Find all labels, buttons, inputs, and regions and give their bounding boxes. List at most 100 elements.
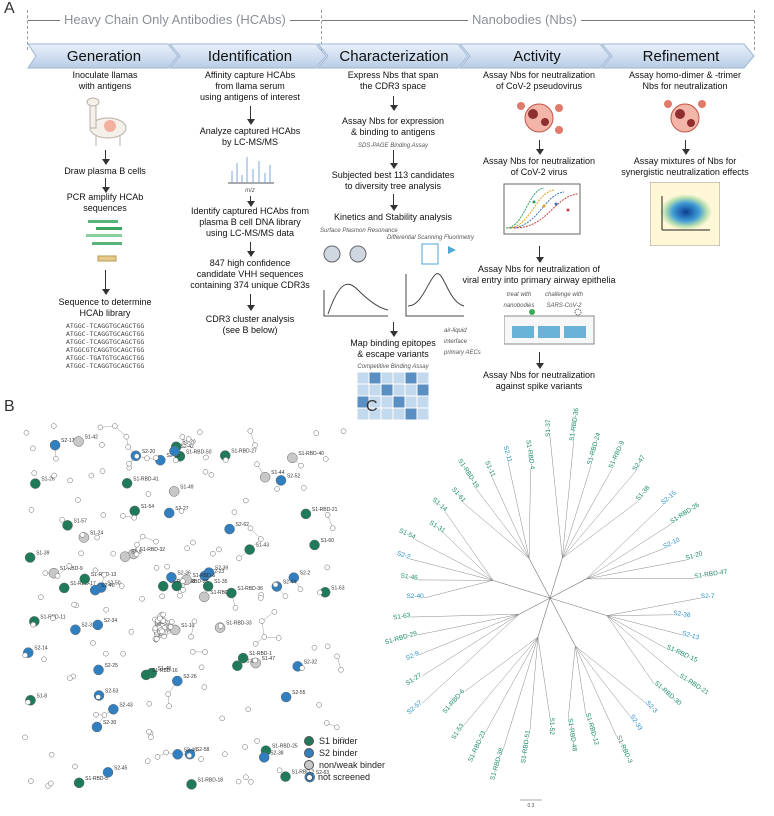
tree-branch [507, 462, 530, 559]
network-node [164, 563, 170, 570]
tree-leaf-label: S1-63 [393, 612, 412, 621]
network-node [144, 455, 150, 461]
network-node [299, 665, 305, 671]
network-node [202, 469, 209, 475]
stage-arrow-band [27, 43, 755, 69]
tree-leaf-label: S2-3 [644, 700, 659, 715]
network-node-label: S1-RBD-15 [210, 590, 236, 596]
network-node [236, 555, 242, 561]
network-node-label: S2-33 [166, 453, 180, 459]
sequence-alignment: ATGGC-TCAGGTGCAGCTGG ATGGC-TCAGGTGCAGCTG… [66, 322, 144, 370]
tree-branch [444, 511, 494, 581]
network-node [131, 514, 137, 521]
tree-branch [606, 615, 667, 649]
network-node [198, 756, 204, 762]
tree-branch [463, 636, 539, 726]
network-node [177, 592, 183, 599]
network-node [30, 621, 37, 628]
network-node [323, 720, 330, 726]
network-node [159, 628, 165, 635]
tree-branch [492, 580, 551, 599]
legend-s2-binder: S2 binder [304, 748, 358, 758]
tree-leaf-label: S2-13 [681, 630, 700, 642]
stage-generation: Generation [66, 47, 142, 65]
tree-branch [586, 523, 672, 580]
network-node-label: S2-14 [34, 646, 48, 652]
left-dashed-line [27, 10, 28, 50]
network-node-label: S1-RBD-21 [312, 507, 338, 513]
network-node [163, 749, 169, 756]
network-node-label: S1-24 [90, 530, 104, 536]
tree-leaf-label: S1-RBD-21 [678, 673, 710, 697]
network-node-label: S1-10 [181, 623, 195, 629]
network-node [101, 712, 108, 718]
network-node [92, 619, 104, 631]
network-node [160, 611, 166, 618]
dsf-caption: Differential Scanning Fluorimetry [386, 235, 474, 241]
tree-branch [549, 597, 608, 616]
network-node [139, 596, 145, 602]
network-node [78, 550, 84, 557]
network-node [178, 508, 185, 514]
network-node [144, 758, 151, 764]
tree-branch [537, 637, 551, 718]
s1-binder-swatch [304, 736, 314, 746]
stage-identification: Identification [207, 47, 293, 65]
network-node [101, 572, 107, 578]
network-node [324, 512, 331, 518]
network-node-label: S1-RBD-1 [249, 651, 272, 657]
network-node-label: S1-RBD-41 [133, 476, 159, 482]
network-node [166, 703, 172, 709]
network-node [148, 734, 154, 740]
network-node [272, 581, 279, 588]
tree-branches [409, 436, 701, 749]
network-node [309, 539, 320, 551]
activity-step-variants: Assay Nbs for neutralization against spi… [482, 370, 596, 391]
tree-branch [586, 578, 695, 580]
panel-a-letter: A [4, 0, 15, 17]
stage-chevron [458, 43, 611, 69]
network-node-label: S1-49 [180, 484, 194, 490]
tree-leaf-label: S1-14 [431, 497, 449, 514]
network-node [280, 771, 291, 782]
stage-activity: Activity [513, 47, 561, 65]
network-node [30, 478, 41, 489]
network-node-label: S1-39 [36, 551, 50, 557]
tree-branch [585, 504, 664, 580]
network-node [245, 706, 252, 713]
flow-arrow [247, 294, 255, 311]
tree-branch [423, 580, 494, 599]
tree-branch [409, 558, 494, 581]
network-node [298, 462, 304, 469]
network-node-label: S1-35 [214, 579, 228, 585]
tree-leaf-label: S1-11 [483, 460, 497, 479]
network-node-label: S1-57 [74, 518, 88, 524]
tree-branch [485, 636, 539, 733]
tree-leaf-label: S2-15 [660, 489, 678, 506]
tree-branch [549, 578, 587, 599]
network-node [210, 550, 216, 557]
network-node [28, 507, 35, 513]
flow-arrow [390, 194, 398, 211]
characterization-step-express: Express Nbs that span the CDR3 space [347, 70, 439, 91]
activity-step-virus: Assay Nbs for neutralization of CoV-2 vi… [482, 156, 596, 177]
network-node [153, 538, 159, 545]
network-node [31, 470, 37, 476]
network-node [271, 609, 278, 615]
network-node-label: S2-46 [184, 747, 198, 753]
network-node-label: S2-2 [300, 571, 311, 577]
network-node [154, 754, 161, 760]
refinement-step-mixtures: Assay mixtures of Nbs for synergistic ne… [621, 156, 749, 177]
network-node [247, 428, 254, 434]
network-node [134, 453, 140, 459]
tree-leaf-label: S2-2 [396, 550, 412, 561]
network-node [75, 497, 81, 503]
nb-span-label: Nanobodies (Nbs) [468, 12, 581, 27]
tree-leaf-label: S2-47 [631, 454, 646, 473]
network-node [93, 711, 99, 718]
network-node [159, 593, 165, 600]
network-node [103, 650, 109, 657]
network-node [219, 715, 225, 722]
network-node [67, 477, 73, 484]
tree-leaf-label: S1-RBD-24 [586, 432, 602, 466]
